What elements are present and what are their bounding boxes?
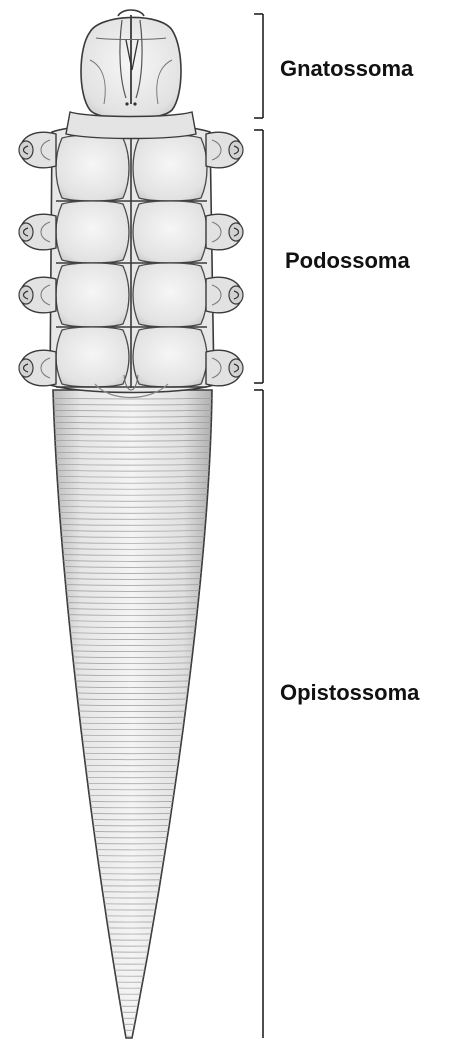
label-podossoma: Podossoma — [285, 250, 410, 272]
podossoma-body — [19, 125, 243, 398]
opistossoma-body — [40, 390, 225, 1038]
label-opistossoma: Opistossoma — [280, 682, 419, 704]
bracket-podossoma — [254, 130, 263, 383]
label-gnatossoma: Gnatossoma — [280, 58, 413, 80]
bracket-opistossoma — [254, 390, 263, 1038]
gnatossoma-head — [66, 10, 196, 139]
bracket-gnatossoma — [254, 14, 263, 118]
